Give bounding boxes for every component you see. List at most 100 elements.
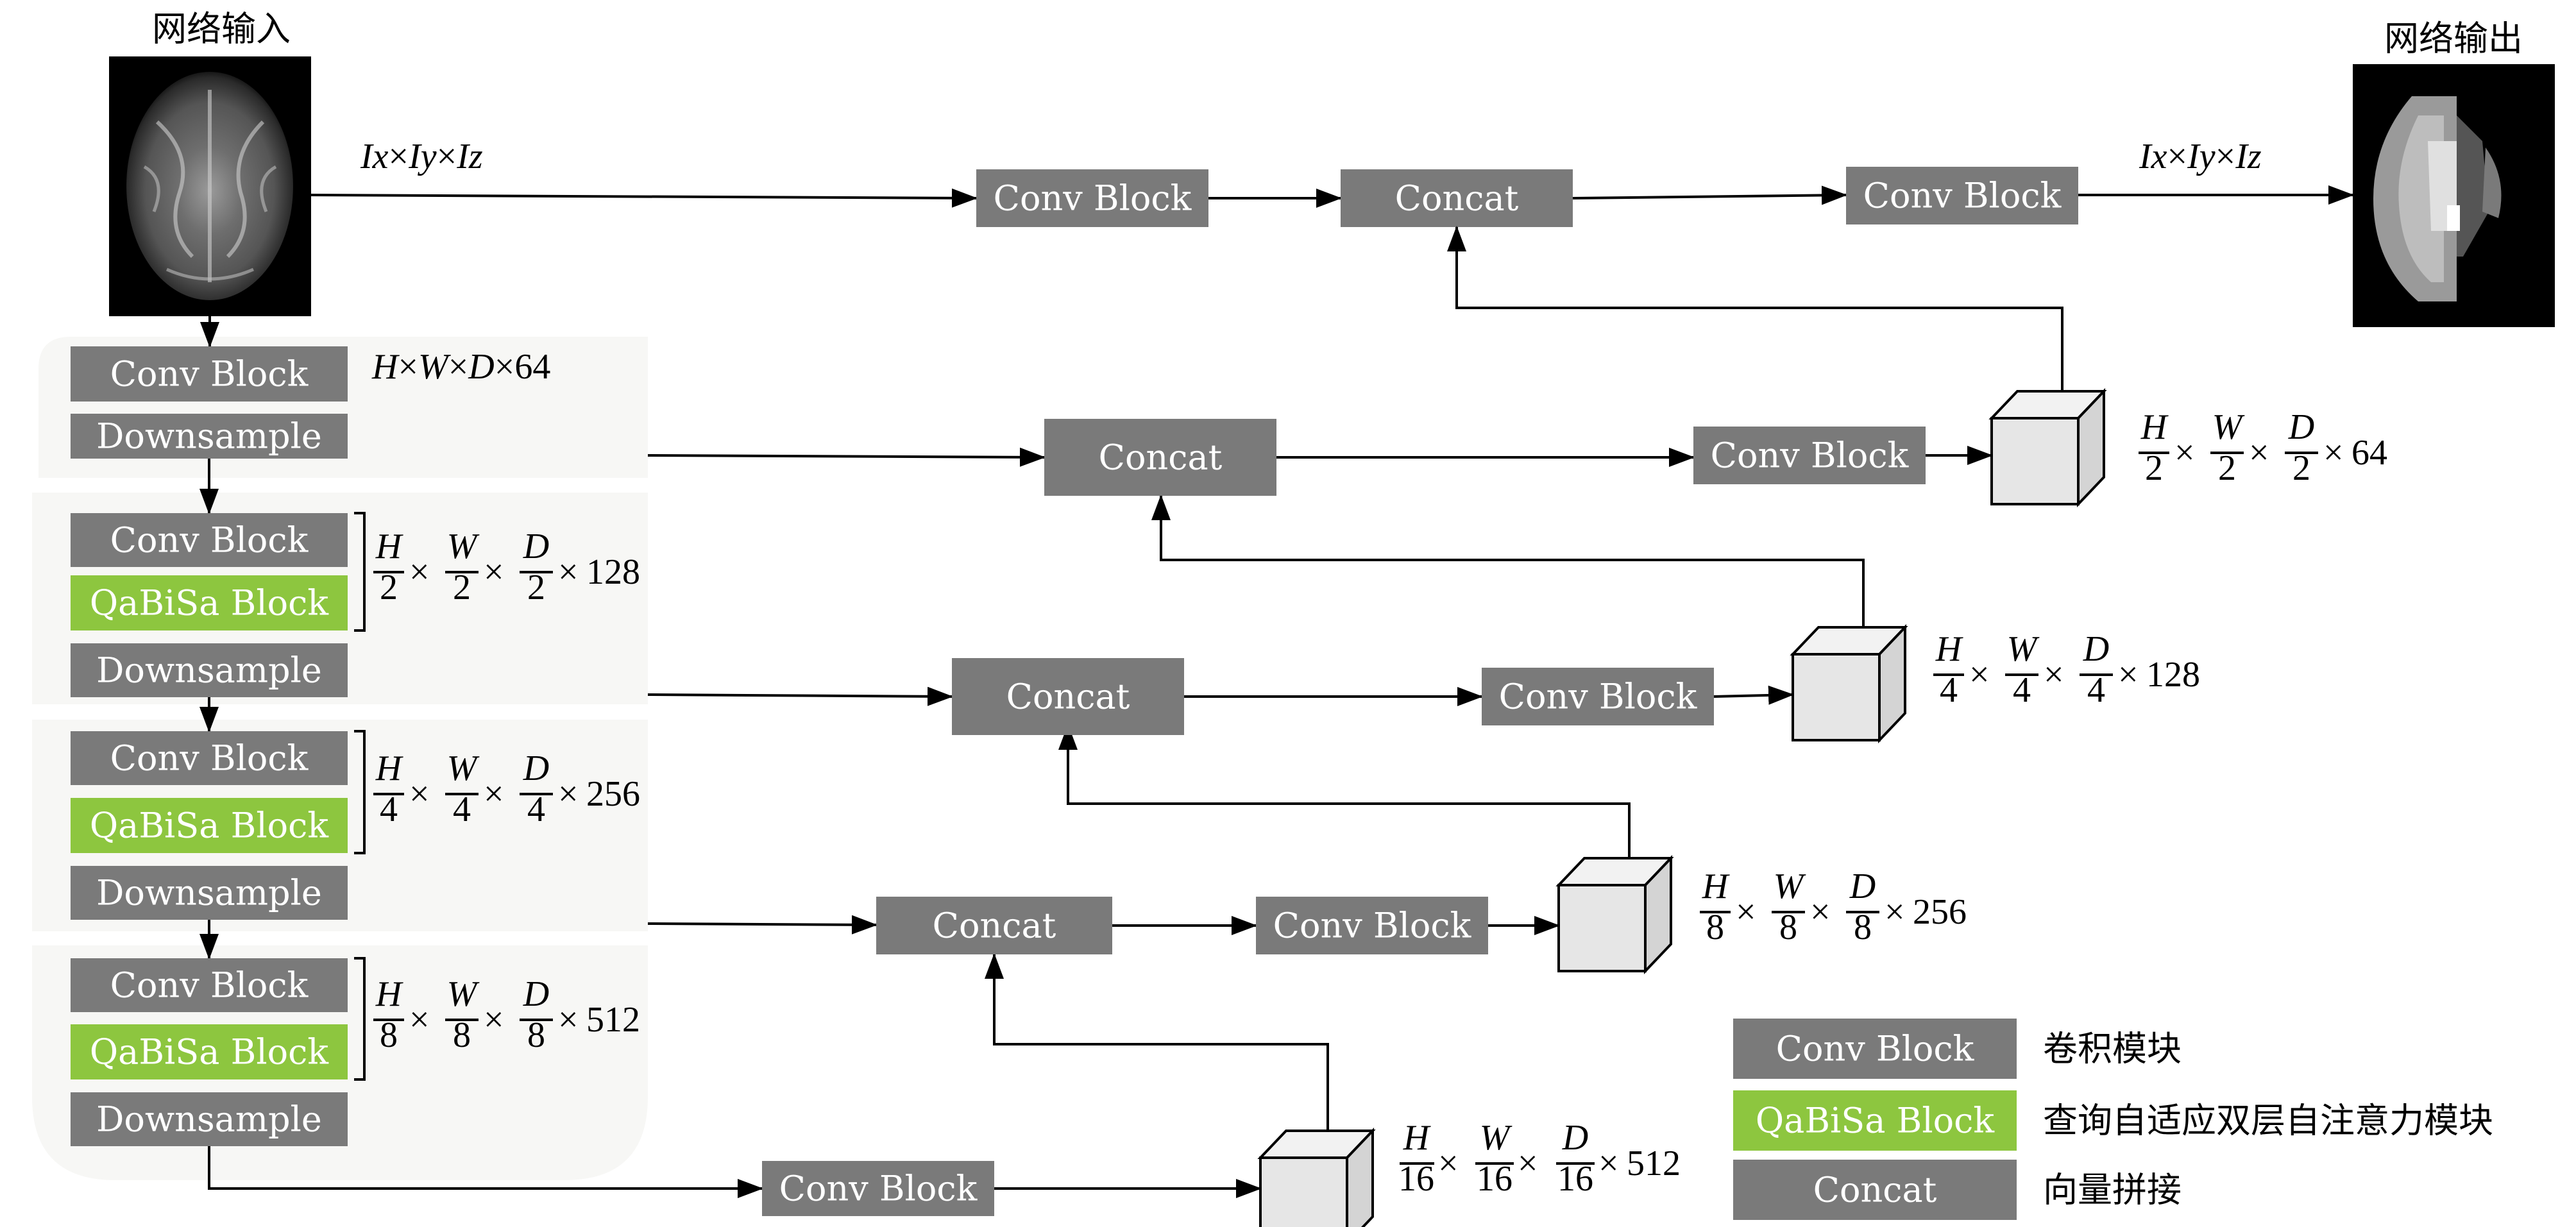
svg-text:×: ×: [484, 1000, 504, 1040]
svg-text:×: ×: [2249, 433, 2269, 473]
dec3-to-concat2-connector: [1058, 724, 1631, 858]
svg-text:8: 8: [1706, 908, 1724, 947]
enc4-downsample-label: Downsample: [96, 1099, 322, 1140]
legend-conv-key: Conv Block: [1776, 1029, 1975, 1069]
dim-label-dec1: H 2 × W 2 × D 2 × 64: [2139, 407, 2387, 488]
enc3-qabisa-label: QaBiSa Block: [90, 806, 329, 846]
bottleneck-conv-block-label: Conv Block: [779, 1169, 978, 1209]
legend-concat-desc: 向量拼接: [2043, 1170, 2182, 1210]
enc2-qabisa-block: [71, 575, 348, 630]
dim-label-input: Ix×Iy×Iz: [360, 137, 483, 176]
svg-text:4: 4: [2087, 670, 2105, 710]
svg-text:256: 256: [1913, 892, 1967, 932]
enc2-conv-block-label: Conv Block: [110, 520, 309, 561]
svg-text:×: ×: [1736, 892, 1756, 932]
dim-label-dec2: H 4 × W 4 × D 4 × 128: [1933, 629, 2200, 710]
output-segmentation-image: [2353, 64, 2555, 327]
bottleneck-conv-block: [762, 1161, 994, 1216]
dim-label-dec3: H 8 × W 8 × D 8 × 256: [1700, 867, 1967, 947]
svg-text:2: 2: [2292, 448, 2310, 488]
svg-text:×: ×: [2323, 433, 2344, 473]
svg-text:512: 512: [586, 1000, 640, 1040]
input-brain-image: [109, 56, 311, 316]
svg-text:×: ×: [409, 552, 430, 592]
dec1-concat-label: Concat: [1099, 437, 1223, 478]
enc4-to-bottleneck-arrow: [208, 1146, 763, 1198]
top-concat-to-conv-arrow: [1572, 185, 1847, 205]
svg-text:8: 8: [453, 1015, 471, 1055]
svg-text:×: ×: [558, 1000, 579, 1040]
dec2-to-concat1-connector: [1151, 495, 1865, 627]
legend-qabisa-swatch: [1733, 1090, 2017, 1151]
legend-concat-swatch: [1733, 1160, 2017, 1220]
svg-text:2: 2: [527, 568, 545, 607]
enc3-brace: [354, 730, 366, 854]
output-title: 网络输出: [2384, 19, 2523, 59]
svg-text:D: D: [523, 974, 549, 1014]
dec2-concat-label: Concat: [1006, 677, 1130, 717]
top-conv-block-1-label: Conv Block: [994, 178, 1192, 219]
dec3-cube: [1555, 855, 1674, 974]
enc2-skip-arrow: [647, 686, 953, 706]
svg-text:16: 16: [1398, 1159, 1434, 1199]
svg-text:W: W: [447, 749, 480, 788]
svg-text:512: 512: [1627, 1144, 1681, 1183]
svg-text:×: ×: [1885, 892, 1905, 932]
enc1-downsample: [71, 414, 348, 459]
svg-text:×: ×: [1518, 1144, 1538, 1183]
svg-text:W: W: [447, 974, 480, 1014]
top-conv-block-2-label: Conv Block: [1863, 176, 2062, 216]
svg-text:×: ×: [1969, 655, 1990, 695]
enc3-conv-block-label: Conv Block: [110, 738, 309, 779]
svg-text:2: 2: [2145, 448, 2163, 488]
dec1-concat: [1044, 419, 1276, 496]
svg-text:2: 2: [453, 568, 471, 607]
svg-text:×: ×: [409, 1000, 430, 1040]
svg-text:4: 4: [380, 790, 398, 829]
enc3-downsample-label: Downsample: [96, 873, 322, 913]
svg-text:D: D: [523, 749, 549, 788]
dim-label-stage1: H×W×D×64: [371, 347, 550, 387]
svg-text:×: ×: [409, 774, 430, 814]
svg-text:4: 4: [453, 790, 471, 829]
legend-qabisa-desc: 查询自适应双层自注意力模块: [2043, 1101, 2493, 1141]
svg-text:H: H: [1935, 629, 1963, 669]
svg-text:×: ×: [484, 552, 504, 592]
dec1-to-top-concat-connector: [1447, 226, 2063, 393]
svg-text:16: 16: [1477, 1159, 1513, 1199]
dec2-conv-block: [1482, 668, 1714, 725]
svg-text:Ix×Iy×Iz: Ix×Iy×Iz: [360, 137, 483, 176]
svg-text:D: D: [1849, 867, 1876, 906]
dec2-conv-block-label: Conv Block: [1499, 677, 1698, 717]
legend-qabisa-key: QaBiSa Block: [1756, 1101, 1995, 1141]
enc4-conv-block-label: Conv Block: [110, 965, 309, 1006]
enc1-downsample-label: Downsample: [96, 416, 322, 457]
legend-conv-swatch: [1733, 1019, 2017, 1079]
enc2-brace: [354, 512, 366, 632]
enc4-qabisa-label: QaBiSa Block: [90, 1032, 329, 1072]
enc1-skip-arrow: [647, 447, 1046, 467]
enc3-skip-arrow: [647, 915, 877, 935]
svg-text:×: ×: [2174, 433, 2195, 473]
svg-text:×: ×: [484, 774, 504, 814]
svg-text:D: D: [1562, 1118, 1588, 1158]
dec3-conv-block-label: Conv Block: [1273, 906, 1472, 946]
legend-conv-desc: 卷积模块: [2043, 1029, 2182, 1069]
enc2-downsample: [71, 643, 348, 697]
svg-text:H: H: [375, 749, 403, 788]
dec1-cube: [1988, 388, 2107, 507]
enc3-qabisa-block: [71, 798, 348, 853]
svg-text:W: W: [2212, 407, 2245, 447]
dec1-conv-block-label: Conv Block: [1711, 436, 1910, 476]
dec3-concat: [876, 897, 1112, 954]
svg-text:8: 8: [380, 1015, 398, 1055]
svg-text:4: 4: [2013, 670, 2031, 710]
svg-text:8: 8: [1854, 908, 1872, 947]
svg-text:H: H: [375, 527, 403, 566]
svg-text:2: 2: [380, 568, 398, 607]
dim-label-stage4: H 8 × W 8 × D 8 × 512: [373, 974, 640, 1055]
top-concat: [1341, 169, 1573, 227]
dim-label-stage3: H 4 × W 4 × D 4 × 256: [373, 749, 640, 829]
dim-label-bottleneck: H 16 × W 16 × D 16 × 512: [1398, 1118, 1681, 1199]
legend: Conv Block 卷积模块 QaBiSa Block 查询自适应双层自注意力…: [1733, 1019, 2493, 1220]
